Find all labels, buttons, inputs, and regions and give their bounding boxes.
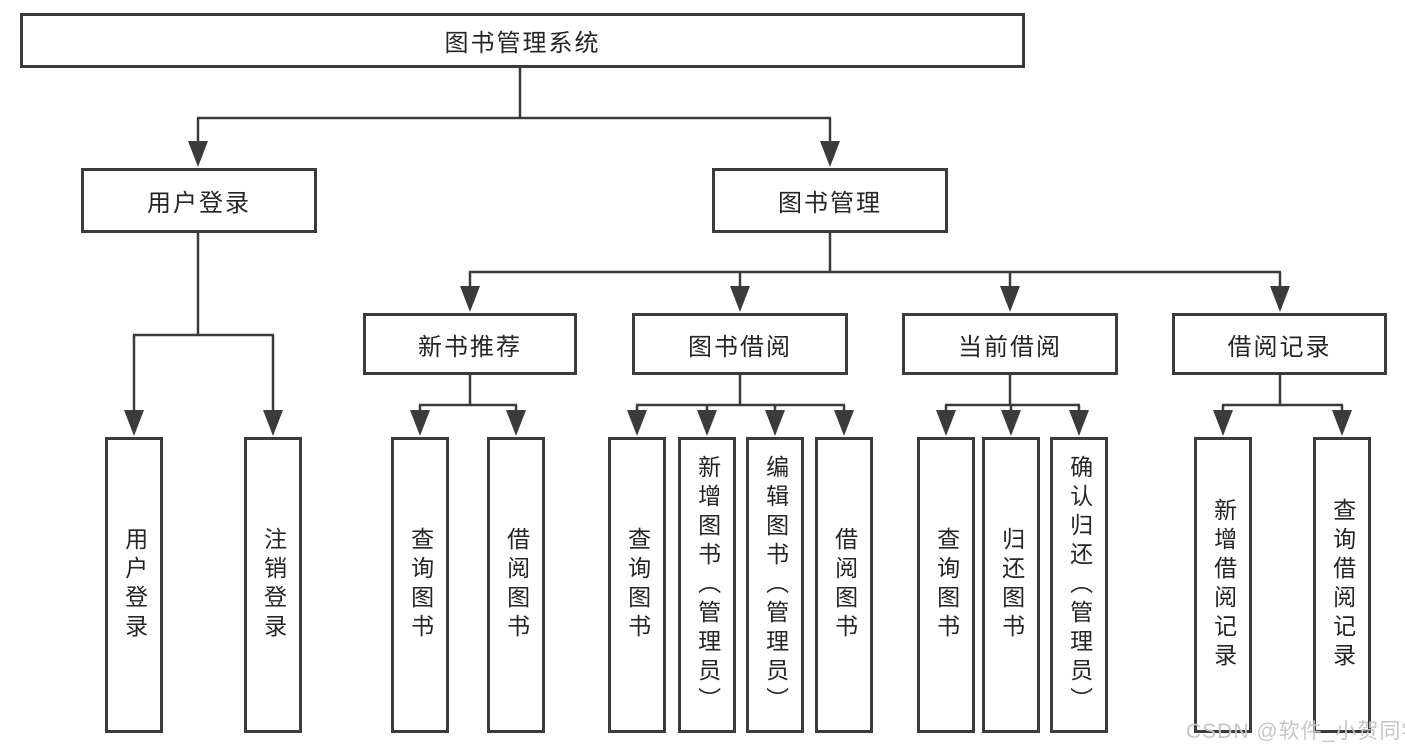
- arrow-down-icon: [410, 410, 430, 436]
- leaf-query-borrow-record: 查询借阅记录: [1313, 437, 1371, 733]
- arrow-down-icon: [834, 410, 854, 436]
- leaf-add-book-admin-label: 新增图书（管理员）: [694, 454, 721, 716]
- leaf-return-book: 归还图书: [982, 437, 1040, 733]
- node-root: 图书管理系统: [20, 13, 1025, 68]
- leaf-edit-book-admin: 编辑图书（管理员）: [746, 437, 804, 733]
- node-borrow-records-label: 借阅记录: [1227, 333, 1332, 361]
- leaf-borrow-books-label: 借阅图书: [831, 527, 858, 643]
- leaf-borrow-books-recommend: 借阅图书: [487, 437, 545, 733]
- arrow-down-icon: [188, 141, 208, 167]
- arrow-down-icon: [124, 410, 144, 436]
- node-root-label: 图书管理系统: [444, 30, 601, 57]
- csdn-watermark: CSDN @软件_小贺同学: [1186, 720, 1405, 743]
- leaf-query-books-borrow: 查询图书: [608, 437, 666, 733]
- leaf-confirm-return-admin-label: 确认归还（管理员）: [1066, 454, 1093, 716]
- leaf-query-books-recommend-label: 查询图书: [407, 527, 434, 643]
- arrow-down-icon: [1270, 286, 1290, 312]
- leaf-edit-book-admin-label: 编辑图书（管理员）: [762, 454, 789, 716]
- arrowhead-down-icons: [124, 141, 1352, 436]
- leaf-query-books-current-label: 查询图书: [933, 527, 960, 643]
- arrow-down-icon: [820, 141, 840, 167]
- leaf-add-borrow-record: 新增借阅记录: [1194, 437, 1252, 733]
- node-new-book-recommend-label: 新书推荐: [418, 333, 522, 361]
- leaf-confirm-return-admin: 确认归还（管理员）: [1050, 437, 1108, 733]
- arrow-down-icon: [765, 410, 785, 436]
- arrow-down-icon: [506, 410, 526, 436]
- node-book-borrow-label: 图书借阅: [688, 333, 792, 361]
- node-user-login: 用户登录: [81, 168, 317, 233]
- arrow-down-icon: [697, 410, 717, 436]
- node-current-borrow-label: 当前借阅: [958, 333, 1062, 361]
- node-new-book-recommend: 新书推荐: [363, 313, 577, 375]
- node-book-borrow: 图书借阅: [632, 313, 848, 375]
- arrow-down-icon: [1000, 286, 1020, 312]
- leaf-user-login: 用户登录: [105, 437, 163, 733]
- leaf-user-login-label: 用户登录: [121, 527, 148, 643]
- arrow-down-icon: [1332, 410, 1352, 436]
- leaf-add-book-admin: 新增图书（管理员）: [678, 437, 736, 733]
- connector-path: [132, 68, 1344, 431]
- node-book-management-label: 图书管理: [778, 190, 882, 217]
- leaf-logout: 注销登录: [244, 437, 302, 733]
- arrow-down-icon: [1001, 410, 1021, 436]
- leaf-borrow-books: 借阅图书: [815, 437, 873, 733]
- leaf-return-book-label: 归还图书: [998, 527, 1025, 643]
- leaf-query-books-borrow-label: 查询图书: [624, 527, 651, 643]
- arrow-down-icon: [730, 286, 750, 312]
- node-book-management: 图书管理: [712, 168, 948, 233]
- arrow-down-icon: [627, 410, 647, 436]
- node-user-login-label: 用户登录: [147, 190, 251, 217]
- arrow-down-icon: [460, 286, 480, 312]
- leaf-borrow-books-recommend-label: 借阅图书: [503, 527, 530, 643]
- arrow-down-icon: [1213, 410, 1233, 436]
- arrow-down-icon: [1069, 410, 1089, 436]
- leaf-logout-label: 注销登录: [260, 527, 287, 643]
- node-borrow-records: 借阅记录: [1172, 313, 1387, 375]
- leaf-query-books-current: 查询图书: [917, 437, 975, 733]
- leaf-add-borrow-record-label: 新增借阅记录: [1210, 498, 1237, 672]
- leaf-query-borrow-record-label: 查询借阅记录: [1329, 498, 1356, 672]
- node-current-borrow: 当前借阅: [902, 313, 1118, 375]
- arrow-down-icon: [263, 410, 283, 436]
- arrow-down-icon: [936, 410, 956, 436]
- leaf-query-books-recommend: 查询图书: [391, 437, 449, 733]
